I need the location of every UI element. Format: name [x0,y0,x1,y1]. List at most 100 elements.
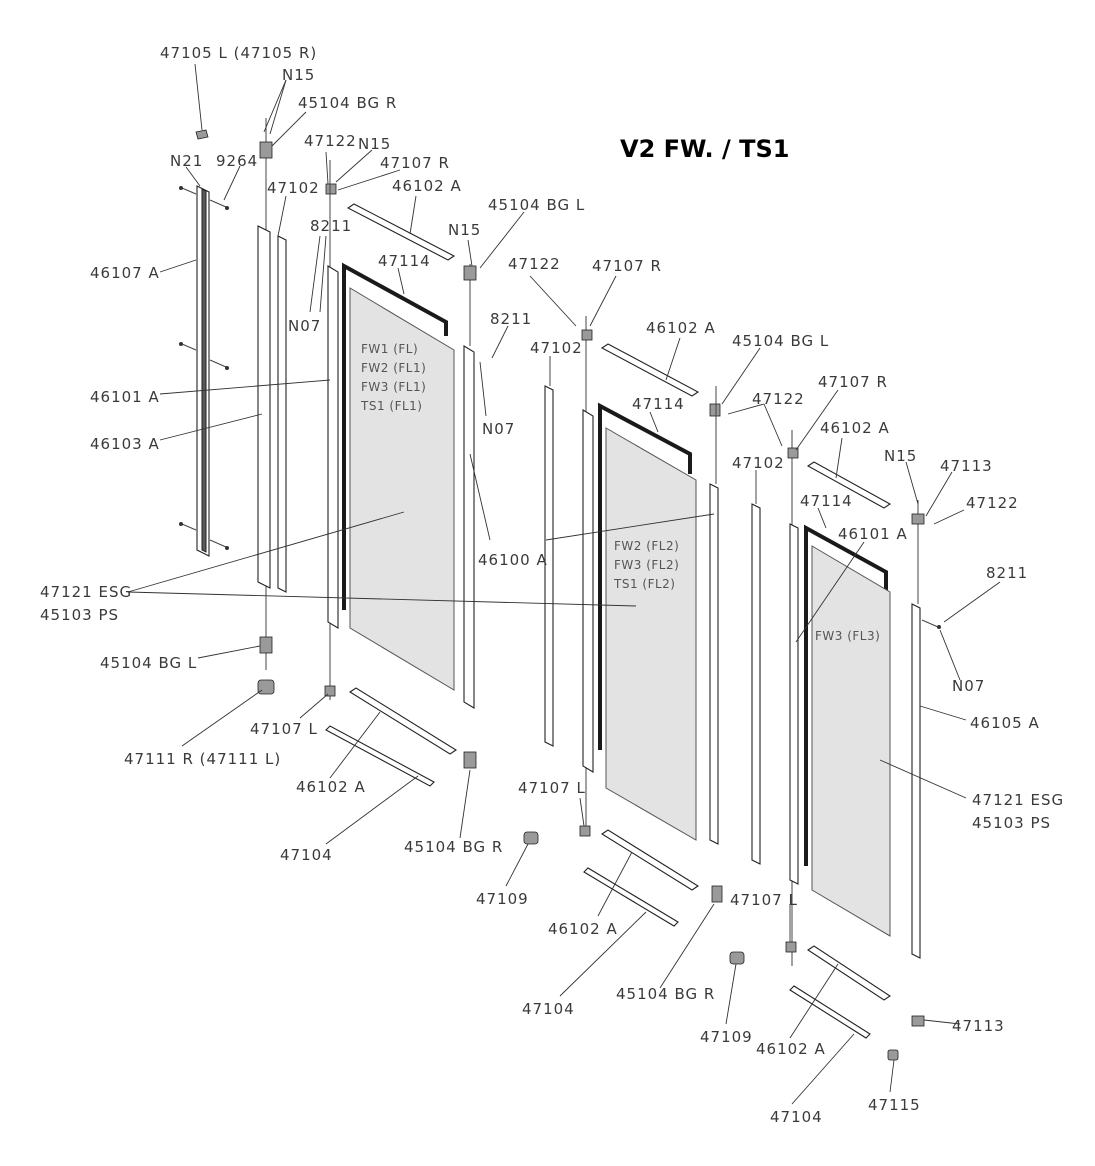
part-label: 45103 PS [40,606,119,624]
part-label: 47114 [800,492,853,510]
hinge-47107r-3 [787,447,799,459]
bar-46102-6 [807,945,891,1001]
bar-46102-1 [346,203,456,261]
part-labels: 47105 L (47105 R) N15 45104 BG R 47122 N… [40,44,1063,1126]
glass-label: FW3 (FL3) [815,629,880,643]
glass-panel-2 [605,427,697,841]
part-label: 45104 BG R [404,838,503,856]
glass-label-panel-3: FW3 (FL3) [815,629,880,643]
profile-46105-2 [709,483,719,845]
glass-label: FW2 (FL2) [614,539,679,553]
part-label: N07 [288,317,321,335]
glass-label: FW2 (FL1) [361,361,426,375]
part-label: N15 [282,66,315,84]
part-label: N15 [884,447,917,465]
part-label: 47107 L [518,779,586,797]
profile-46101-3 [789,523,799,885]
part-label: 8211 [986,564,1028,582]
frame-47114-1 [342,262,448,610]
wall-screws [179,186,229,550]
part-label: N07 [482,420,515,438]
hinge-47107r-1 [325,183,337,195]
part-label: 47105 L (47105 R) [160,44,317,62]
part-label: 47113 [940,457,993,475]
part-label: N21 [170,152,203,170]
handle-47109-2 [729,951,745,965]
bar-46102-5 [806,461,892,509]
part-label: 46102 A [646,319,716,337]
leader-lines [127,63,1001,1105]
wall-profile-46107 [196,185,210,557]
part-label: 46103 A [90,435,160,453]
part-label: 47114 [632,395,685,413]
bar-46102-2 [348,687,458,755]
glass-label: FW1 (FL) [361,342,418,356]
part-label: 47107 R [592,257,662,275]
part-label: 47107 L [250,720,318,738]
glass-label-panel-2: FW2 (FL2) FW3 (FL2) TS1 (FL2) [613,539,679,591]
part-label: 47114 [378,252,431,270]
glass-label-panel-1: FW1 (FL) FW2 (FL1) FW3 (FL1) TS1 (FL1) [360,342,426,413]
part-label: 47122 [752,390,805,408]
part-label: 46107 A [90,264,160,282]
hinge-top-1 [259,141,273,159]
profile-47102-3 [751,503,761,865]
hinge-47107r-2 [581,329,593,341]
part-label: 47115 [868,1096,921,1114]
part-label: 8211 [490,310,532,328]
handle-47111 [257,679,275,695]
part-label: 45104 BG L [732,332,829,350]
profile-46101-2 [582,409,594,773]
hinge-47113-top [911,513,925,525]
part-label: 46102 A [392,177,462,195]
part-label: 45103 PS [972,814,1051,832]
glass-panel-1 [349,287,455,691]
glass-label: FW3 (FL2) [614,558,679,572]
profile-46101-1 [327,265,339,629]
part-47115 [887,1049,899,1061]
profile-46100 [463,345,475,709]
frame-47114-2 [598,402,692,750]
part-label: 47113 [952,1017,1005,1035]
part-label: 45104 BG R [616,985,715,1003]
bar-46102-3 [600,343,700,397]
profile-46105-3 [911,603,921,959]
hinge-bottom-1 [259,636,273,654]
cap-47105 [195,129,209,140]
part-label: N07 [952,677,985,695]
part-label: N15 [448,221,481,239]
part-label: 47122 [508,255,561,273]
part-label: 9264 [216,152,258,170]
part-label: 45104 BG R [298,94,397,112]
diagram-title: V2 FW. / TS1 [620,135,790,163]
part-label: 46100 A [478,551,548,569]
part-label: 47107 R [818,373,888,391]
part-label: 47109 [700,1028,753,1046]
handle-47109-1 [523,831,539,845]
part-label: 8211 [310,217,352,235]
part-label: 46102 A [548,920,618,938]
part-label: 47107 R [380,154,450,172]
profile-47102-2 [544,385,554,747]
sill-47104-2 [583,867,679,927]
part-label: 46102 A [756,1040,826,1058]
frame-47114-3 [804,524,888,866]
sill-47104-3 [789,985,871,1039]
glass-label: FW3 (FL1) [361,380,426,394]
part-label: 46102 A [296,778,366,796]
part-label: 45104 BG L [488,196,585,214]
bar-46102-4 [600,829,700,891]
part-label: 47111 R (47111 L) [124,750,281,768]
part-label: 47122 [304,132,357,150]
part-label: 47104 [280,846,333,864]
part-label: 46102 A [820,419,890,437]
part-label: 47109 [476,890,529,908]
part-label: 46105 A [970,714,1040,732]
part-label: 47122 [966,494,1019,512]
part-label: 47121 ESG [40,583,132,601]
glass-label: TS1 (FL1) [360,399,422,413]
part-label: 47102 [530,339,583,357]
sill-47104-1 [325,725,435,787]
part-label: 47104 [770,1108,823,1126]
